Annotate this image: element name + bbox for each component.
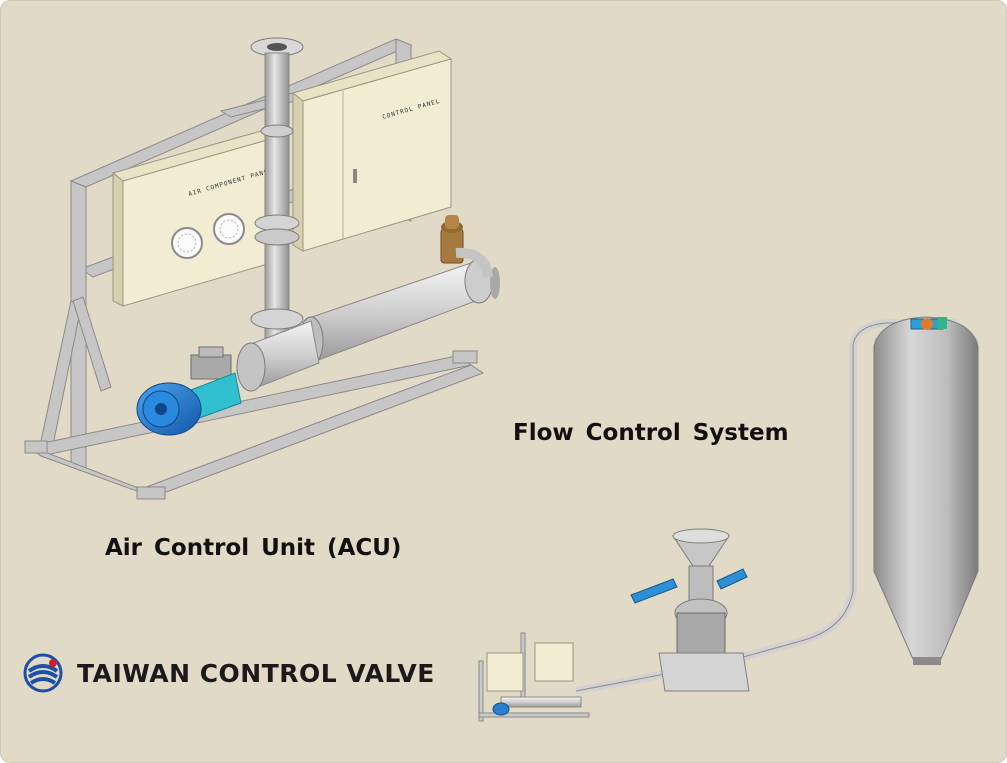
- flow-control-system-caption: Flow Control System: [513, 420, 789, 446]
- acu-horizontal-pipe: [236, 258, 500, 392]
- control-panel-cabinet: CONTROL PANEL: [291, 50, 453, 252]
- fcs-storage-silo: [873, 316, 979, 665]
- air-control-unit-caption: Air Control Unit (ACU): [105, 535, 402, 561]
- fcs-mini-acu: [478, 632, 590, 722]
- acu-vertical-pipe: [250, 37, 304, 344]
- silo-top-valve-icon: [910, 317, 947, 330]
- air-component-panel-cabinet: AIR COMPONENT PANEL: [111, 130, 274, 307]
- fcs-conveying-line: [575, 318, 956, 695]
- acu-control-valve: [136, 346, 242, 436]
- brand-block: TAIWAN CONTROL VALVE: [23, 653, 435, 693]
- safety-valve: [440, 215, 493, 278]
- brand-logo-icon: [23, 653, 63, 693]
- brand-name: TAIWAN CONTROL VALVE: [77, 658, 435, 688]
- fcs-feeder-assembly: [630, 528, 750, 692]
